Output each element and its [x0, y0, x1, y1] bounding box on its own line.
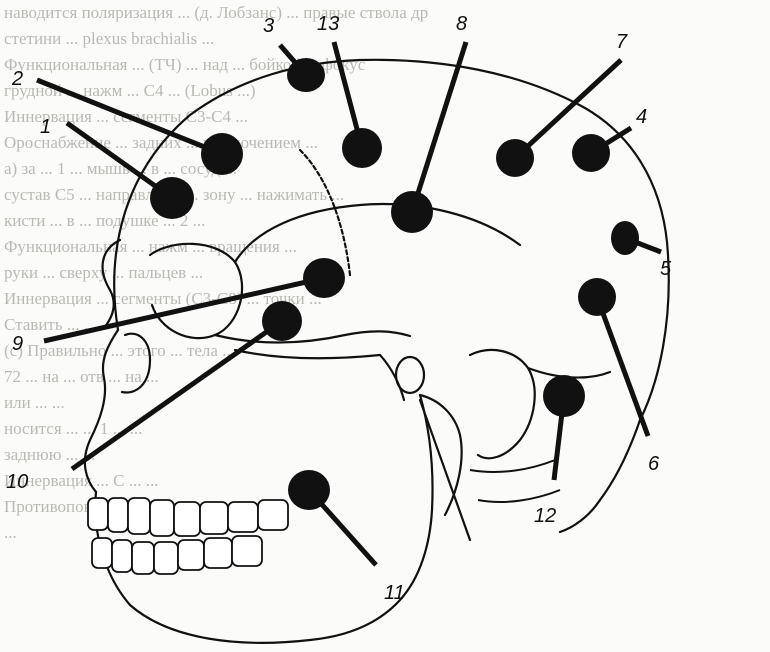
tooth [92, 538, 112, 568]
point-label-10: 10 [6, 471, 28, 493]
point-dots [150, 58, 639, 510]
tooth [232, 536, 262, 566]
pointer-line-10 [72, 321, 282, 469]
zygomatic-arch [235, 350, 380, 358]
tooth [88, 498, 108, 530]
point-label-4: 4 [636, 106, 647, 128]
point-5-dot [611, 221, 639, 255]
vertebra [470, 460, 555, 472]
lower-teeth [92, 536, 262, 574]
occipital-outline [560, 420, 640, 532]
point-label-7: 7 [616, 31, 628, 53]
point-label-12: 12 [534, 505, 556, 527]
orbit [150, 244, 242, 338]
upper-teeth [88, 498, 288, 536]
point-label-2: 2 [11, 68, 23, 90]
tooth [200, 502, 228, 534]
temporal-line [235, 204, 520, 262]
point-3-dot [287, 58, 325, 92]
cranium-outline [114, 60, 669, 420]
point-8-dot [391, 191, 433, 233]
point-12-dot [543, 375, 585, 417]
ear-canal [396, 357, 424, 393]
face-outline [85, 330, 118, 492]
tooth [228, 502, 258, 532]
nasal-cavity [122, 334, 150, 393]
point-10-dot [262, 301, 302, 341]
point-7-dot [496, 139, 534, 177]
tooth [112, 540, 132, 572]
cervical-spine [470, 460, 560, 502]
pointer-line-2 [37, 80, 222, 154]
tooth [132, 542, 154, 574]
tooth [150, 500, 174, 536]
point-label-6: 6 [648, 453, 660, 475]
point-13-dot [342, 128, 382, 168]
point-6-dot [578, 278, 616, 316]
tooth [178, 540, 204, 570]
point-label-11: 11 [384, 582, 405, 604]
tooth [258, 500, 288, 530]
point-label-13: 13 [317, 13, 339, 35]
point-11-dot [288, 470, 330, 510]
point-label-5: 5 [660, 258, 672, 280]
mastoid [470, 350, 535, 458]
point-label-1: 1 [40, 116, 51, 138]
point-label-9: 9 [12, 333, 23, 355]
point-1-dot [150, 177, 194, 219]
tooth [154, 542, 178, 574]
styloid [420, 400, 470, 540]
point-label-3: 3 [263, 15, 274, 37]
pointer-line-6 [597, 297, 648, 436]
point-label-8: 8 [456, 13, 467, 35]
pointer-lines [37, 42, 661, 565]
tooth [204, 538, 232, 568]
vertebra [478, 490, 560, 502]
point-2-dot [201, 133, 243, 175]
tooth [174, 502, 200, 536]
tooth [128, 498, 150, 534]
pointer-line-8 [412, 42, 466, 212]
suture-line [300, 150, 350, 275]
cheekbone [215, 331, 410, 342]
nose-bridge [103, 240, 120, 328]
tooth [108, 498, 128, 532]
point-4-dot [572, 134, 610, 172]
point-9-dot [303, 258, 345, 298]
